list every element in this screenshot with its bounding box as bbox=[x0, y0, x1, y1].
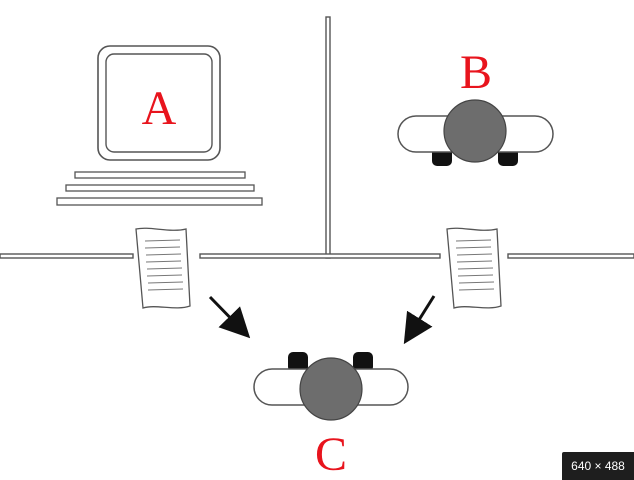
vertical-wall bbox=[325, 16, 331, 259]
computer: A bbox=[56, 45, 263, 206]
monitor-screen bbox=[105, 53, 213, 153]
keyboard-row-1 bbox=[74, 171, 246, 179]
label-a: A bbox=[142, 82, 177, 135]
head-b bbox=[443, 99, 507, 163]
person-b: B bbox=[397, 46, 554, 166]
shoe-right-c bbox=[353, 352, 373, 372]
note-right bbox=[446, 227, 502, 309]
room-walls bbox=[0, 16, 634, 259]
horizontal-wall-middle bbox=[199, 253, 441, 259]
head-c bbox=[299, 357, 363, 421]
keyboard-row-3 bbox=[56, 197, 263, 206]
note-left bbox=[135, 227, 191, 309]
shoe-left-c bbox=[288, 352, 308, 372]
arrow-right-icon bbox=[403, 295, 436, 345]
label-c: C bbox=[315, 428, 347, 480]
horizontal-wall-right bbox=[507, 253, 634, 259]
horizontal-wall-left bbox=[0, 253, 134, 259]
image-dimensions-badge: 640 × 488 bbox=[562, 452, 634, 480]
label-b: B bbox=[460, 46, 492, 99]
arrow-left-icon bbox=[208, 295, 251, 339]
keyboard-row-2 bbox=[65, 184, 255, 192]
person-c: C bbox=[253, 352, 409, 480]
